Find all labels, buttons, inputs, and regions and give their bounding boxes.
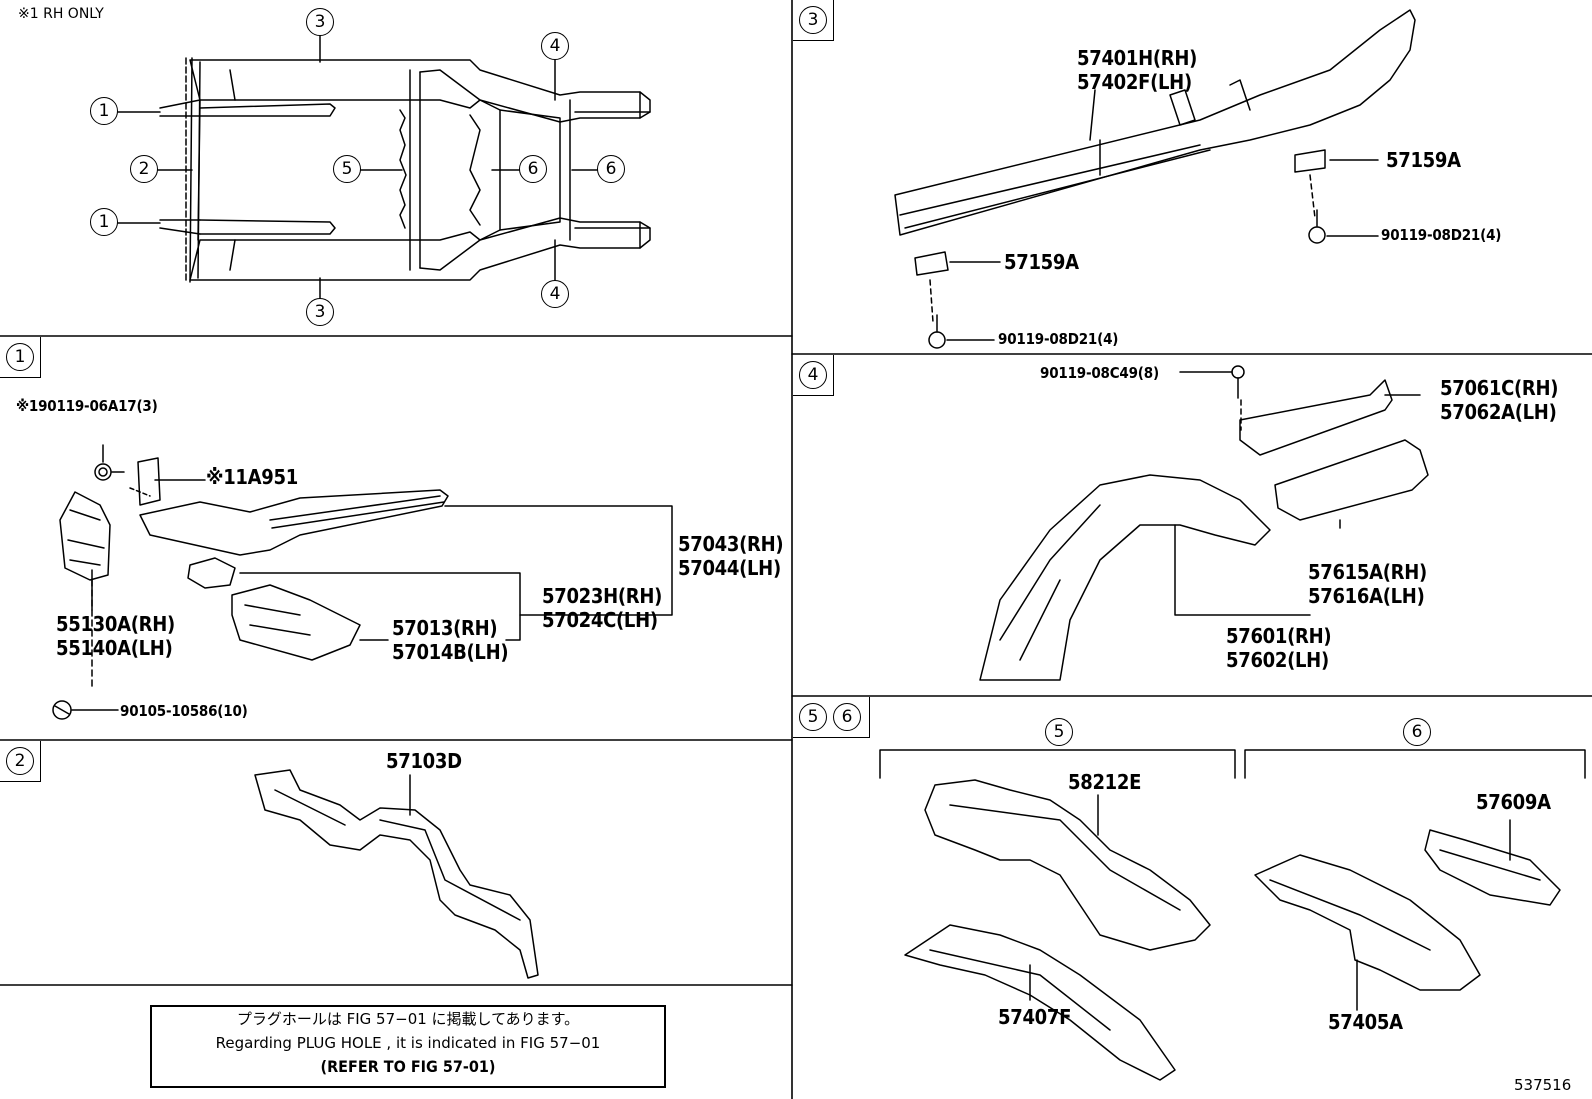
part-label-57159-left: 57159A <box>1004 250 1079 274</box>
note-japanese: プラグホールは FIG 57−01 に掲載してあります。 <box>236 1010 580 1028</box>
figure-reference-number: 537516 <box>1514 1076 1572 1094</box>
section-3-marker: 3 <box>793 0 834 41</box>
index-circle-4-upper: 4 <box>541 32 569 60</box>
section-2-drawing <box>254 769 539 979</box>
rh-only-note: ※1 RH ONLY <box>18 6 104 22</box>
part-label-57159-right: 57159A <box>1386 148 1461 172</box>
part-label-57103: 57103D <box>386 749 462 773</box>
part-label-57013: 57013(RH) <box>392 616 498 640</box>
part-label-57014: 57014B(LH) <box>392 640 509 664</box>
part-label-57601: 57601(RH) <box>1226 624 1332 648</box>
index-circle-1-lower: 1 <box>90 208 118 236</box>
part-label-57615: 57615A(RH) <box>1308 560 1427 584</box>
part-label-57609: 57609A <box>1476 790 1551 814</box>
part-label-57402: 57402F(LH) <box>1077 70 1192 94</box>
part-label-57044: 57044(LH) <box>678 556 781 580</box>
section-2-marker: 2 <box>0 741 41 782</box>
part-label-57407: 57407F <box>998 1005 1072 1029</box>
group-5-header: 5 <box>1045 718 1073 746</box>
index-circle-2: 2 <box>130 155 158 183</box>
part-label-55140: 55140A(LH) <box>56 636 173 660</box>
index-circle-1-upper: 1 <box>90 97 118 125</box>
part-label-bolt-bottom: 90105-10586(10) <box>120 702 248 720</box>
index-circle-6-right: 6 <box>597 155 625 183</box>
note-english: Regarding PLUG HOLE , it is indicated in… <box>215 1034 601 1052</box>
part-label-58212: 58212E <box>1068 770 1142 794</box>
index-circle-3-lower: 3 <box>306 298 334 326</box>
part-label-bracket: ※11A951 <box>206 465 298 489</box>
index-circle-5: 5 <box>333 155 361 183</box>
plug-hole-note: プラグホールは FIG 57−01 に掲載してあります。 Regarding P… <box>150 1005 666 1088</box>
part-label-57023: 57023H(RH) <box>542 584 663 608</box>
part-label-57024: 57024C(LH) <box>542 608 658 632</box>
part-label-57061: 57061C(RH) <box>1440 376 1559 400</box>
part-label-57602: 57602(LH) <box>1226 648 1329 672</box>
index-circle-4-lower: 4 <box>541 280 569 308</box>
part-label-bolt-right: 90119-08D21(4) <box>1381 226 1502 244</box>
group-6-header: 6 <box>1403 718 1431 746</box>
section-1-marker: 1 <box>0 337 41 378</box>
part-label-55130: 55130A(RH) <box>56 612 175 636</box>
part-label-bolt-top: ※190119-06A17(3) <box>16 397 158 415</box>
index-circle-3-upper: 3 <box>306 8 334 36</box>
part-label-57401: 57401H(RH) <box>1077 46 1198 70</box>
index-circle-6-left: 6 <box>519 155 547 183</box>
part-label-57405: 57405A <box>1328 1010 1403 1034</box>
part-label-57062: 57062A(LH) <box>1440 400 1557 424</box>
section-4-drawing <box>979 365 1429 681</box>
section-3-drawing <box>894 9 1416 349</box>
part-label-bolt-left: 90119-08D21(4) <box>998 330 1119 348</box>
section-1-drawing <box>52 444 673 720</box>
section-56-marker: 5 6 <box>793 697 870 738</box>
part-label-bolt-s4: 90119-08C49(8) <box>1040 364 1159 382</box>
section-56-drawing <box>879 749 1586 1081</box>
part-label-57616: 57616A(LH) <box>1308 584 1425 608</box>
section-4-marker: 4 <box>793 355 834 396</box>
note-refer: (REFER TO FIG 57-01) <box>320 1057 496 1076</box>
part-label-57043: 57043(RH) <box>678 532 784 556</box>
